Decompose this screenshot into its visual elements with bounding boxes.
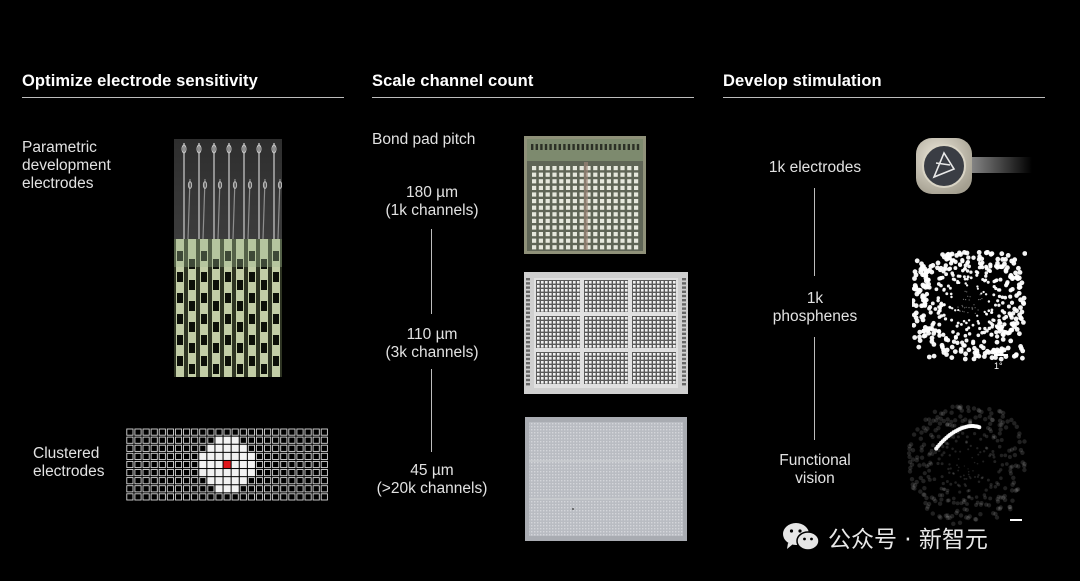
pitch-value: 110 µm <box>406 326 458 343</box>
connector-line <box>431 369 432 452</box>
parametric-electrodes-image <box>174 139 282 377</box>
channel-item-45: 45 µm (>20k channels) <box>362 462 502 498</box>
pitch-value: 45 µm <box>410 462 454 479</box>
stim-label-line: 1k <box>806 290 824 307</box>
watermark: 公众号 · 新智元 <box>782 520 988 554</box>
implant-device-image <box>916 138 1032 194</box>
parametric-label-line: Parametric <box>22 139 97 156</box>
connector-line <box>431 229 432 314</box>
clustered-label: Clustered electrodes <box>33 445 105 481</box>
channel-count: (>20k channels) <box>376 480 488 497</box>
parametric-label: Parametric development electrodes <box>22 139 111 193</box>
stim-item-phosphenes: 1k phosphenes <box>745 290 885 326</box>
connector-line <box>814 188 815 276</box>
clustered-label-line: electrodes <box>33 463 105 480</box>
channel-item-110: 110 µm (3k channels) <box>362 326 502 362</box>
column-title-stimulation: Develop stimulation <box>723 72 882 90</box>
watermark-text: 公众号 · 新智元 <box>828 527 988 553</box>
channel-item-180: 180 µm (1k channels) <box>362 184 502 220</box>
vision-scale-bar <box>1010 519 1022 521</box>
parametric-label-line: development <box>22 157 111 174</box>
stim-label-line: 1k electrodes <box>768 159 862 176</box>
bond-pad-pitch-label: Bond pad pitch <box>372 131 476 148</box>
column-rule-sensitivity <box>22 97 344 98</box>
column-rule-channels <box>372 97 694 98</box>
stim-item-electrodes: 1k electrodes <box>745 159 885 177</box>
column-title-channels: Scale channel count <box>372 72 534 90</box>
stim-label-line: Functional <box>779 452 851 469</box>
chip-180um-image <box>524 136 646 254</box>
clustered-label-line: Clustered <box>33 445 100 462</box>
pitch-value: 180 µm <box>405 184 458 201</box>
stim-item-vision: Functional vision <box>745 452 885 488</box>
chip-45um-image <box>525 417 687 541</box>
channel-count: (3k channels) <box>385 344 479 361</box>
stim-label-line: vision <box>795 470 835 487</box>
phosphene-map-image <box>912 250 1027 362</box>
connector-line <box>814 337 815 440</box>
column-rule-stimulation <box>723 97 1045 98</box>
parametric-label-line: electrodes <box>22 175 94 192</box>
chip-110um-image <box>524 272 688 394</box>
scale-bar <box>994 354 1008 356</box>
stim-label-line: phosphenes <box>772 308 858 325</box>
wechat-icon <box>783 523 820 551</box>
clustered-electrode-grid <box>126 428 328 501</box>
functional-vision-image <box>906 404 1027 526</box>
channel-count: (1k channels) <box>385 202 479 219</box>
scale-bar-label: 1° <box>994 361 1003 371</box>
column-title-sensitivity: Optimize electrode sensitivity <box>22 72 258 90</box>
